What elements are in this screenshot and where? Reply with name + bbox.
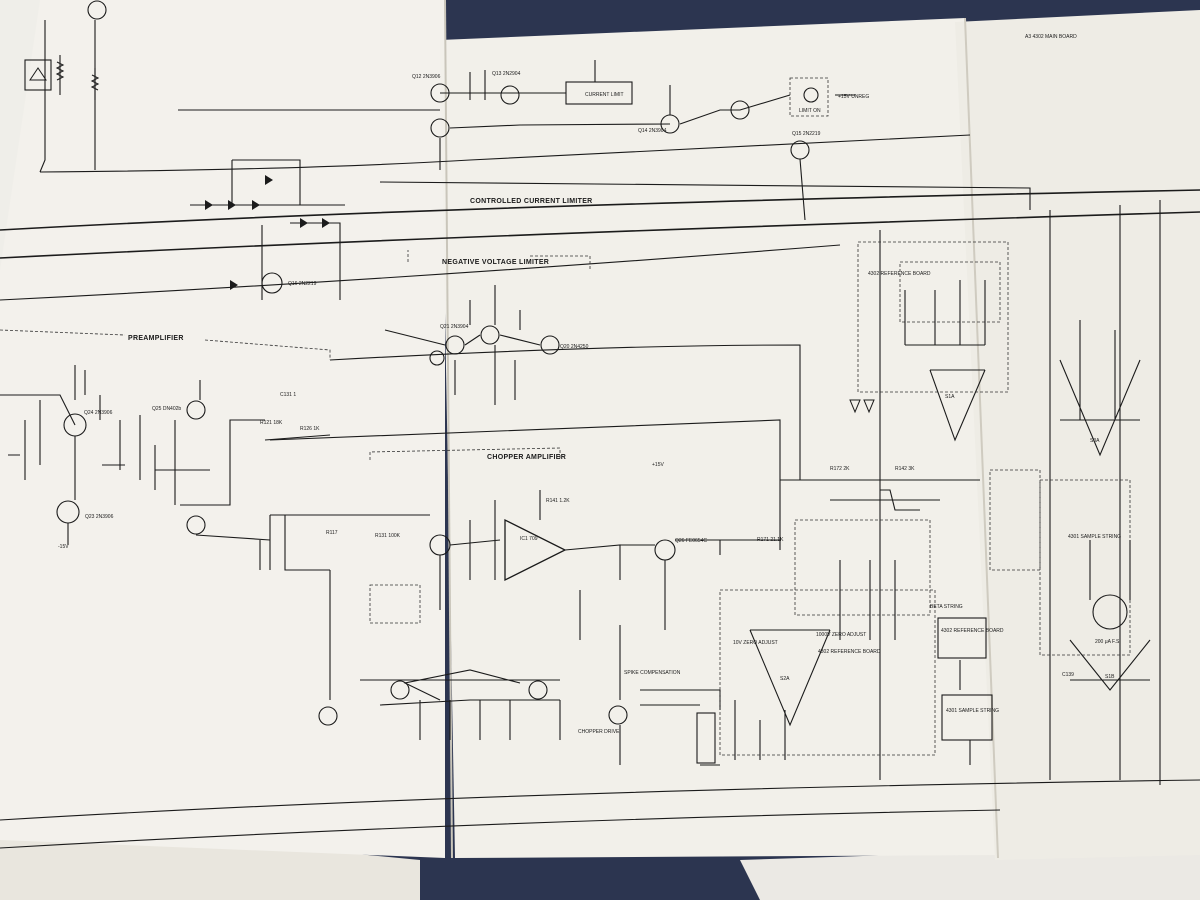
label-q16: Q16 2N2219	[288, 281, 317, 287]
zero-adjust-block	[719, 489, 940, 756]
label-r141: R141 1.2K	[546, 498, 570, 504]
main-wires	[0, 20, 1200, 849]
section-label-preamplifier: PREAMPLIFIER	[128, 335, 184, 342]
block-label-meter: 200 μA F.S.	[1095, 639, 1121, 645]
label-r172: R172 2K	[830, 466, 850, 472]
block-label-sample-string-small: 4301 SAMPLE STRING	[946, 708, 999, 714]
section-label-negative-voltage-limiter: NEGATIVE VOLTAGE LIMITER	[442, 259, 549, 266]
label-plus15v: +15V	[652, 462, 664, 468]
label-q12: Q12 2N3906	[412, 74, 441, 80]
block-label-limit-on: LIMIT ON	[799, 108, 821, 114]
label-q25: Q25 DN402b	[152, 406, 181, 412]
section-label-chopper-amplifier: CHOPPER AMPLIFIER	[487, 454, 566, 461]
block-label-reference-board: 4302 REFERENCE BOARD	[868, 271, 931, 277]
preamplifier-block	[0, 329, 331, 545]
switch-label-s1a: S1A	[945, 394, 955, 400]
label-c139: C139	[1062, 672, 1074, 678]
label-c131: C131 1	[280, 392, 296, 398]
label-q24: Q24 2N3906	[84, 410, 113, 416]
label-r131: R131 100K	[375, 533, 401, 539]
block-label-current-limit: CURRENT LIMIT	[585, 92, 624, 98]
paper-under-right	[740, 845, 1200, 900]
label-minus15v: -15V	[58, 544, 69, 550]
top-left-components	[24, 0, 107, 100]
sheet-right-panel	[955, 10, 1200, 860]
ic1-opamp	[504, 518, 567, 582]
label-r117: R117	[326, 530, 338, 536]
label-ic1: IC1 709	[520, 536, 538, 542]
block-label-spike-compensation: SPIKE COMPENSATION	[624, 670, 681, 676]
negative-voltage-limiter-block	[384, 250, 591, 405]
sheet-middle-panel	[440, 18, 1000, 858]
sample-string-block	[989, 320, 1151, 691]
block-label-beta-string: BETA STRING	[930, 604, 963, 610]
label-q15: Q15 2N2219	[792, 131, 821, 137]
label-r126: R126 1K	[300, 426, 320, 432]
block-label-sample-string: 4301 SAMPLE STRING	[1068, 534, 1121, 540]
block-label-zero-adjust-right: 1000V ZERO ADJUST	[816, 632, 866, 638]
block-label-chopper-drive: CHOPPER DRIVE	[578, 729, 620, 735]
chopper-amplifier-block	[259, 447, 786, 766]
sheet-left-panel	[0, 0, 445, 858]
beta-string-block	[937, 617, 993, 765]
label-q20: Q20 2N4250	[560, 344, 589, 350]
label-r171: R171 21.1K	[757, 537, 784, 543]
block-label-zero-adjust-left: 10V ZERO ADJUST	[733, 640, 778, 646]
corner-label: A3 4302 MAIN BOARD	[1025, 34, 1077, 40]
label-q23: Q23 2N3906	[85, 514, 114, 520]
switch-label-s2a: S2A	[780, 676, 790, 682]
label-q21: Q21 2N3904	[440, 324, 469, 330]
block-label-ref-board-lower: 4302 REFERENCE BOARD	[818, 649, 881, 655]
current-limiter-block	[380, 60, 855, 221]
switch-label-s3a: S3A	[1090, 438, 1100, 444]
reference-board-block	[849, 241, 1009, 442]
label-unreg: +15V UNREG	[838, 94, 869, 100]
label-r121: R121 18K	[260, 420, 283, 426]
label-q14: Q14 2N3904	[638, 128, 667, 134]
fold-left	[444, 0, 453, 859]
label-q13: Q13 2N2904	[492, 71, 521, 77]
diode-chain	[190, 159, 345, 300]
section-label-current-limiter: CONTROLLED CURRENT LIMITER	[470, 198, 593, 205]
label-r142: R142 3K	[895, 466, 915, 472]
switch-label-s1b: S1B	[1105, 674, 1115, 680]
block-label-ref-board-small: 4302 REFERENCE BOARD	[941, 628, 1004, 634]
label-q26: Q26 FE0654C	[675, 538, 707, 544]
meter-icon	[1092, 594, 1128, 630]
